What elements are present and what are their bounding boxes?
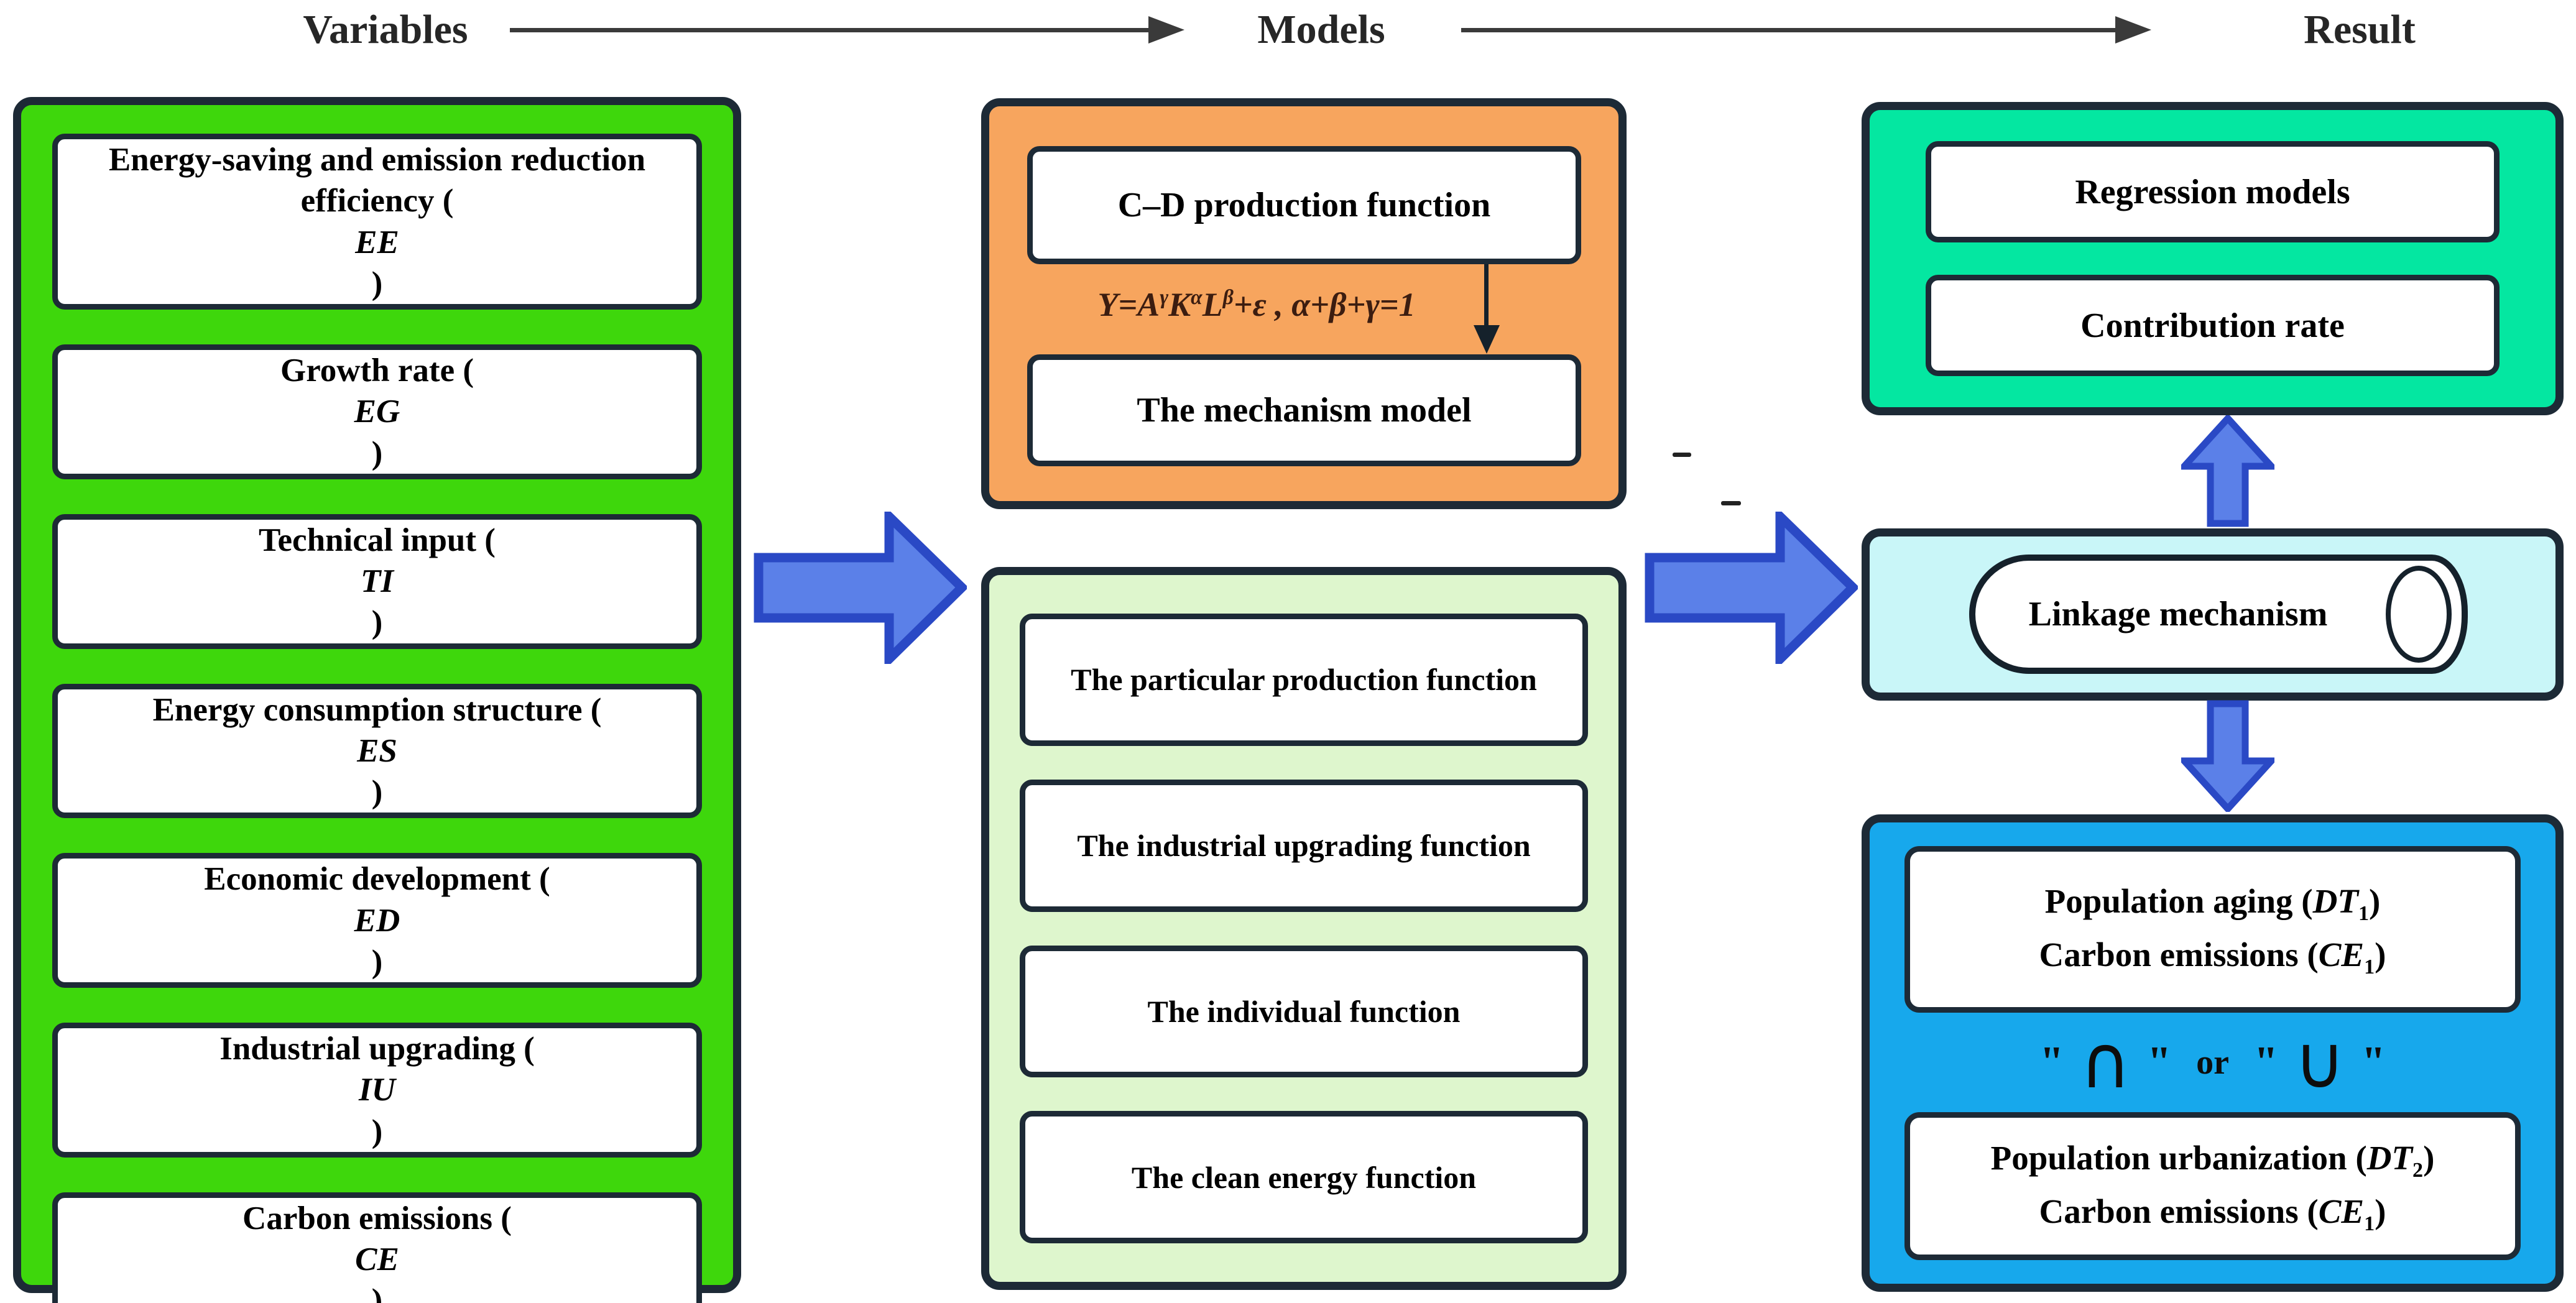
column-header-variables: Variables: [303, 7, 468, 52]
u-symbol: ∪: [2294, 1020, 2345, 1105]
relation-line: Carbon emissions (CE1): [2039, 936, 2386, 978]
linkage-panel: Linkage mechanism: [1862, 528, 2564, 701]
relation-line: Carbon emissions (CE1): [2039, 1192, 2386, 1235]
or-label: or: [2196, 1043, 2229, 1082]
models-top-panel: C–D production function Y=AγKαLβ+ε , α+β…: [981, 98, 1627, 509]
variable-box: Industrial upgrading (IU): [52, 1023, 702, 1158]
stray-dash-mark: [1673, 453, 1691, 457]
open-quote: ": [2253, 1038, 2278, 1086]
variable-box: Energy-saving and emission reduction eff…: [52, 134, 702, 310]
arrow-linkage-to-outputs: [2181, 415, 2274, 527]
close-quote: ": [2361, 1038, 2386, 1086]
variable-box: Technical input (TI): [52, 513, 702, 649]
big-arrow-variables-to-models: [754, 512, 967, 664]
arrow-shaft: [510, 28, 1152, 32]
column-header-models: Models: [1257, 7, 1385, 52]
curve-shape-row: " ∩ " or " ∪ ": [1904, 1018, 2521, 1107]
relation-line: Population aging (DT1): [2044, 882, 2381, 925]
result-relations-panel: Population aging (DT1) Carbon emissions (…: [1862, 814, 2564, 1292]
urbanization-carbon-box: Population urbanization (DT2) Carbon emis…: [1904, 1112, 2521, 1260]
header-arrow-models-to-result: [1461, 16, 2151, 44]
function-box: The individual function: [1020, 945, 1588, 1078]
linkage-label: Linkage mechanism: [2028, 595, 2328, 633]
result-output-box: Regression models: [1926, 141, 2500, 242]
variable-box: Energy consumption structure (ES): [52, 683, 702, 819]
function-box: The industrial upgrading function: [1020, 779, 1588, 912]
stray-dash-mark: [1721, 501, 1741, 505]
arrow-head-icon: [2115, 16, 2151, 44]
cd-production-function-box: C–D production function: [1027, 146, 1581, 264]
column-header-result: Result: [2304, 7, 2416, 52]
close-quote: ": [2147, 1038, 2172, 1086]
big-arrow-models-to-result: [1645, 512, 1858, 664]
mechanism-model-box: The mechanism model: [1027, 354, 1581, 466]
variable-box: Growth rate (EG): [52, 344, 702, 479]
variables-panel: Energy-saving and emission reduction eff…: [13, 97, 741, 1303]
function-box: The clean energy function: [1020, 1111, 1588, 1243]
aging-carbon-box: Population aging (DT1) Carbon emissions (…: [1904, 846, 2521, 1013]
result-output-box: Contribution rate: [1926, 275, 2500, 376]
variable-box: Carbon emissions (CE): [52, 1192, 702, 1303]
open-quote: ": [2039, 1038, 2064, 1086]
arrow-linkage-to-relations: [2181, 700, 2274, 812]
formula-arrow-head-icon: [1474, 325, 1500, 354]
function-box: The particular production function: [1020, 614, 1588, 746]
arrow-shaft: [1461, 28, 2119, 32]
linkage-cylinder: Linkage mechanism: [1969, 555, 2468, 674]
variable-box: Economic development (ED): [52, 853, 702, 988]
cylinder-cap-icon: [2386, 566, 2452, 663]
inverted-u-symbol: ∩: [2080, 1020, 2131, 1105]
arrow-head-icon: [1148, 16, 1184, 44]
relation-line: Population urbanization (DT2): [1990, 1138, 2435, 1182]
header-arrow-variables-to-models: [510, 16, 1184, 44]
cd-formula: Y=AγKαLβ+ε , α+β+γ=1: [1097, 286, 1416, 323]
formula-arrow-line: [1484, 264, 1489, 326]
